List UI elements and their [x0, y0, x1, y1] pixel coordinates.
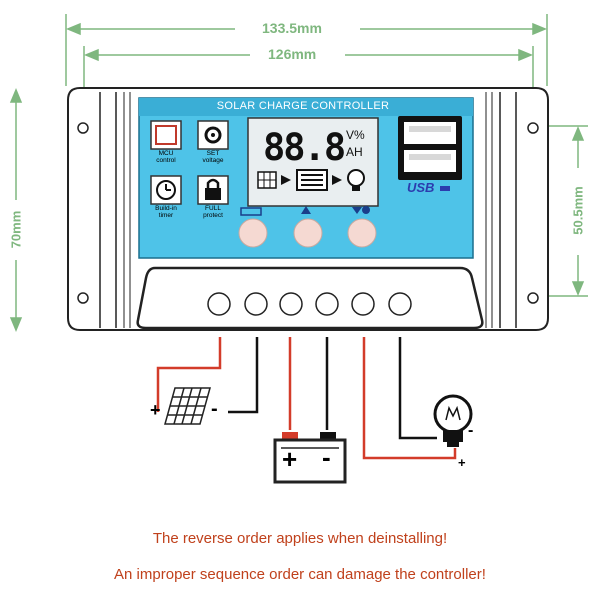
total-width-label: 133.5mm: [262, 20, 322, 36]
terminal-load-minus[interactable]: [388, 292, 412, 316]
down-indicator-icon: [352, 207, 362, 214]
total-height-label: 70mm: [8, 210, 24, 249]
lcd-digits: 88.8: [263, 126, 346, 169]
load-minus-wire: [398, 337, 437, 440]
load-minus-sign: -: [468, 422, 474, 439]
solar-minus-sign: -: [211, 398, 218, 420]
terminal-block: [136, 266, 484, 330]
up-button[interactable]: [293, 218, 323, 248]
notice-line-1: The reverse order applies when deinstall…: [152, 530, 448, 547]
down-button[interactable]: [347, 218, 377, 248]
protect-label: FULL protect: [193, 205, 233, 219]
battery-icon: [273, 432, 347, 484]
protect-label-line2: protect: [203, 212, 223, 219]
up-indicator-icon: [301, 206, 311, 214]
solar-plus-sign: +: [150, 400, 161, 420]
set-label: SET voltage: [193, 150, 233, 164]
light-indicator-icon: [362, 206, 370, 214]
battery-indicator-icon: [240, 207, 262, 216]
solar-minus-wire: [228, 337, 259, 414]
battery-minus-sign: -: [322, 442, 331, 472]
mcu-label-line1: MCU: [158, 150, 174, 157]
mcu-label: MCU control: [146, 150, 186, 164]
terminal-solar-plus[interactable]: [207, 292, 231, 316]
solar-panel-icon: [164, 387, 211, 425]
protect-label-line1: FULL: [205, 205, 221, 212]
battery-plus-sign: +: [282, 444, 298, 474]
notice-line-2: An improper sequence order can damage th…: [114, 566, 486, 583]
lcd-unit-top: V%: [346, 128, 365, 142]
light-bulb-icon: [433, 394, 473, 447]
terminal-solar-minus[interactable]: [244, 292, 268, 316]
load-plus-wire: [362, 337, 457, 460]
front-panel: [138, 97, 474, 259]
bulb-lcd-icon: [347, 169, 365, 187]
load-plus-sign: +: [458, 455, 466, 470]
hole-width-label: 126mm: [268, 46, 317, 62]
terminal-load-plus[interactable]: [351, 292, 375, 316]
panel-title: SOLAR CHARGE CONTROLLER: [216, 100, 390, 112]
usb-label: USB: [407, 180, 435, 195]
hole-height-label: 50.5mm: [570, 186, 586, 235]
timer-label-line1: Build-in: [155, 205, 177, 212]
terminal-battery-minus[interactable]: [315, 292, 339, 316]
terminal-battery-plus[interactable]: [279, 292, 303, 316]
arrow-right-icon: [281, 175, 291, 185]
lcd-unit-bottom: AH: [346, 145, 363, 159]
timer-label-line2: timer: [158, 212, 174, 219]
wiring: [156, 337, 457, 460]
dimension-lines: [9, 14, 588, 332]
solar-plus-wire: [156, 337, 222, 412]
timer-label: Build-in timer: [146, 205, 186, 219]
mcu-label-line2: control: [156, 157, 176, 164]
menu-button[interactable]: [238, 218, 268, 248]
set-label-line1: SET: [206, 150, 220, 157]
arrow-right-icon: [332, 175, 342, 185]
set-label-line2: voltage: [202, 157, 224, 164]
